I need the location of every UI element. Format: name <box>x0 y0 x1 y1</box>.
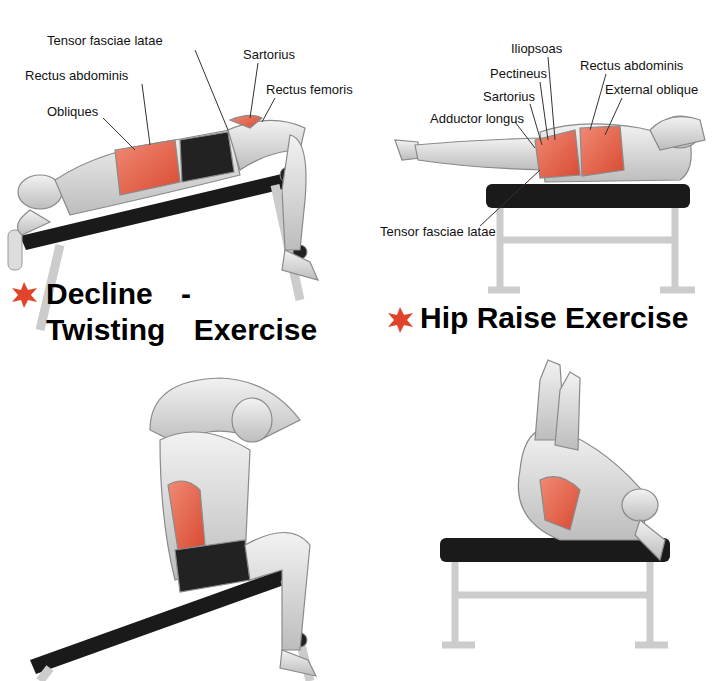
flat-bench <box>440 538 670 645</box>
muscle-label: Tensor fasciae latae <box>380 224 496 239</box>
muscle-label: Sartorius <box>483 89 535 104</box>
muscle-label: External oblique <box>605 82 698 97</box>
exercise-title: Hip Raise Exercise <box>420 300 689 336</box>
muscle-label: Rectus femoris <box>266 82 353 97</box>
muscle-label: Rectus abdominis <box>25 68 128 83</box>
flat-bench <box>486 184 695 290</box>
leader-line <box>103 50 622 226</box>
muscle-label: Rectus abdominis <box>580 58 683 73</box>
lying-figure <box>18 115 319 280</box>
muscle-label: Sartorius <box>243 47 295 62</box>
hip-raise-figure <box>518 360 665 560</box>
muscle-label: Obliques <box>47 104 98 119</box>
muscle-label: Tensor fasciae latae <box>47 33 163 48</box>
muscle-label: Adductor longus <box>430 111 524 126</box>
muscle-label: Iliopsoas <box>511 41 562 56</box>
sitting-figure <box>150 378 316 676</box>
exercise-title: Decline - Twisting Exercise <box>46 276 331 348</box>
decline-bench <box>30 562 310 681</box>
muscle-label: Pectineus <box>490 66 547 81</box>
